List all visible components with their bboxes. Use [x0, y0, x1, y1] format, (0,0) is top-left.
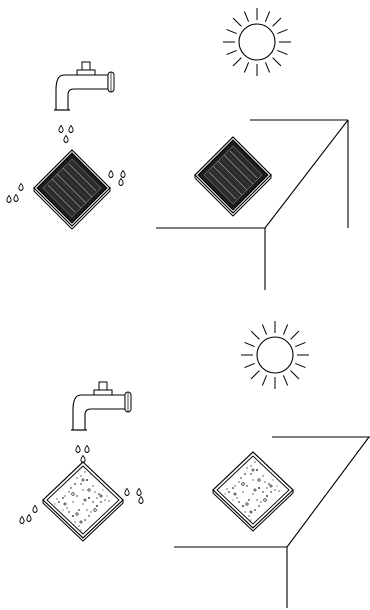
sun-icon [222, 7, 292, 77]
sun-icon [240, 320, 310, 390]
drying-filter-dark [194, 136, 272, 217]
top-panel [6, 7, 349, 290]
wet-filter-light [42, 461, 124, 542]
room-corner-icon [156, 119, 349, 290]
faucet-icon [53, 61, 115, 111]
faucet-icon [70, 381, 132, 431]
room-corner-icon [174, 436, 370, 608]
wet-filter-dark [33, 149, 111, 230]
drying-filter-light [212, 451, 294, 532]
bottom-panel [19, 320, 370, 608]
